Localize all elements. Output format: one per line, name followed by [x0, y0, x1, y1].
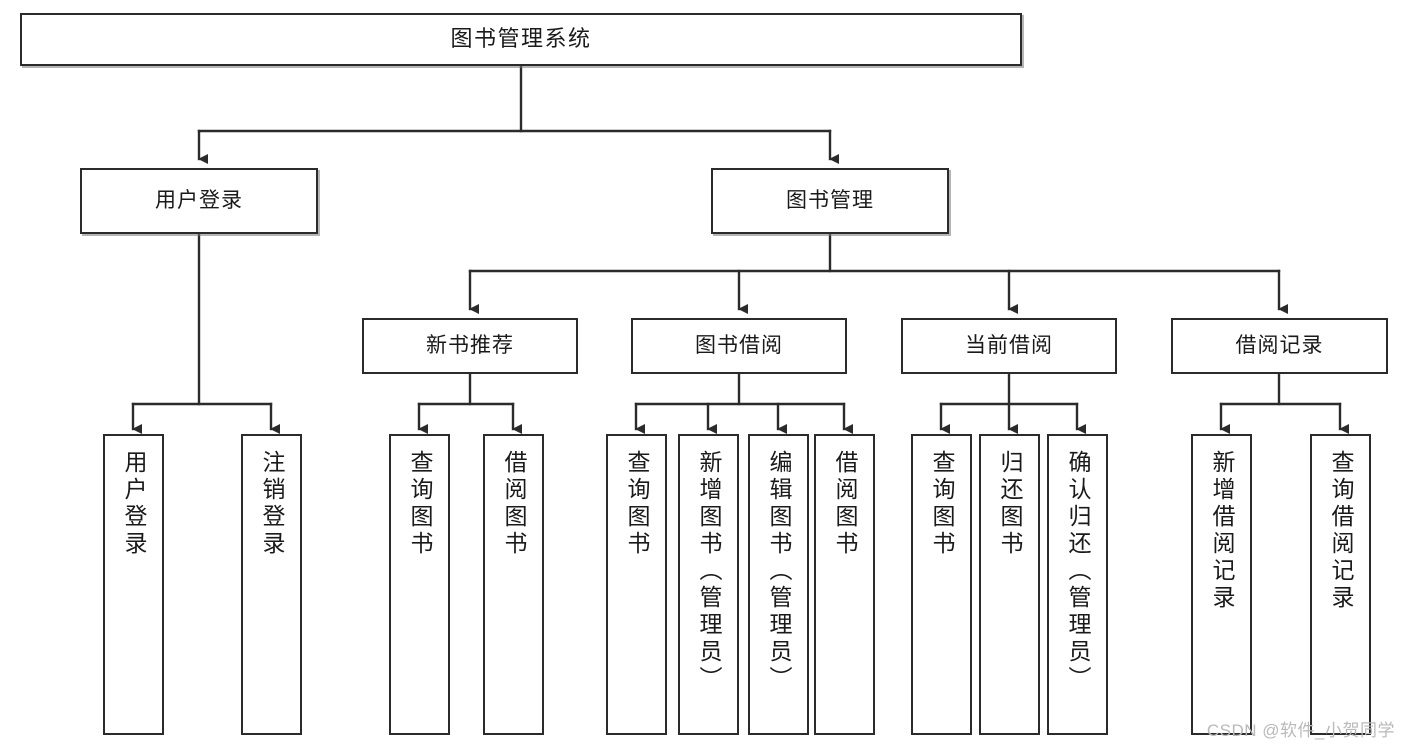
- node-book-manage[interactable]: 图书管理: [711, 168, 949, 234]
- node-leaf-add-book-admin[interactable]: 新增图书（管理员）: [678, 434, 739, 735]
- node-borrow-record[interactable]: 借阅记录: [1171, 318, 1388, 374]
- node-label: 用户登录: [155, 189, 243, 213]
- node-leaf-borrow-book-1[interactable]: 借阅图书: [483, 434, 544, 735]
- node-leaf-edit-book-admin[interactable]: 编辑图书（管理员）: [748, 434, 809, 735]
- node-label: 查询图书: [624, 450, 650, 558]
- node-label: 确认归还（管理员）: [1065, 450, 1091, 693]
- node-label: 当前借阅: [965, 334, 1053, 358]
- node-leaf-add-borrow-record[interactable]: 新增借阅记录: [1191, 434, 1252, 735]
- node-label: 图书借阅: [695, 334, 783, 358]
- node-root-system[interactable]: 图书管理系统: [20, 13, 1022, 66]
- node-label: 归还图书: [997, 450, 1023, 558]
- node-label: 注销登录: [259, 450, 285, 558]
- node-label: 借阅记录: [1235, 334, 1324, 358]
- node-leaf-confirm-return-admin[interactable]: 确认归还（管理员）: [1047, 434, 1108, 735]
- node-leaf-query-borrow-record[interactable]: 查询借阅记录: [1310, 434, 1371, 735]
- node-label: 借阅图书: [501, 450, 527, 558]
- node-label: 查询图书: [407, 450, 433, 558]
- node-label: 新书推荐: [426, 334, 514, 358]
- node-label: 新增借阅记录: [1209, 450, 1235, 612]
- node-leaf-query-book-2[interactable]: 查询图书: [606, 434, 667, 735]
- node-label: 用户登录: [121, 450, 147, 558]
- csdn-watermark: CSDN @软件_小贺同学: [1206, 721, 1395, 740]
- node-label: 借阅图书: [832, 450, 858, 558]
- node-label: 编辑图书（管理员）: [766, 450, 792, 693]
- node-leaf-user-login[interactable]: 用户登录: [103, 434, 164, 735]
- node-current-borrow[interactable]: 当前借阅: [901, 318, 1117, 374]
- node-label: 图书管理系统: [450, 26, 592, 52]
- node-label: 新增图书（管理员）: [696, 450, 722, 693]
- node-leaf-query-book-3[interactable]: 查询图书: [911, 434, 972, 735]
- node-new-book-recommend[interactable]: 新书推荐: [362, 318, 578, 374]
- node-book-borrow[interactable]: 图书借阅: [631, 318, 847, 374]
- node-user-login[interactable]: 用户登录: [80, 168, 318, 234]
- node-label: 查询图书: [929, 450, 955, 558]
- node-label: 查询借阅记录: [1328, 450, 1354, 612]
- node-leaf-borrow-book-2[interactable]: 借阅图书: [814, 434, 875, 735]
- node-leaf-logout-login[interactable]: 注销登录: [241, 434, 302, 735]
- node-label: 图书管理: [786, 189, 874, 213]
- node-leaf-return-book[interactable]: 归还图书: [979, 434, 1040, 735]
- node-leaf-query-book-1[interactable]: 查询图书: [389, 434, 450, 735]
